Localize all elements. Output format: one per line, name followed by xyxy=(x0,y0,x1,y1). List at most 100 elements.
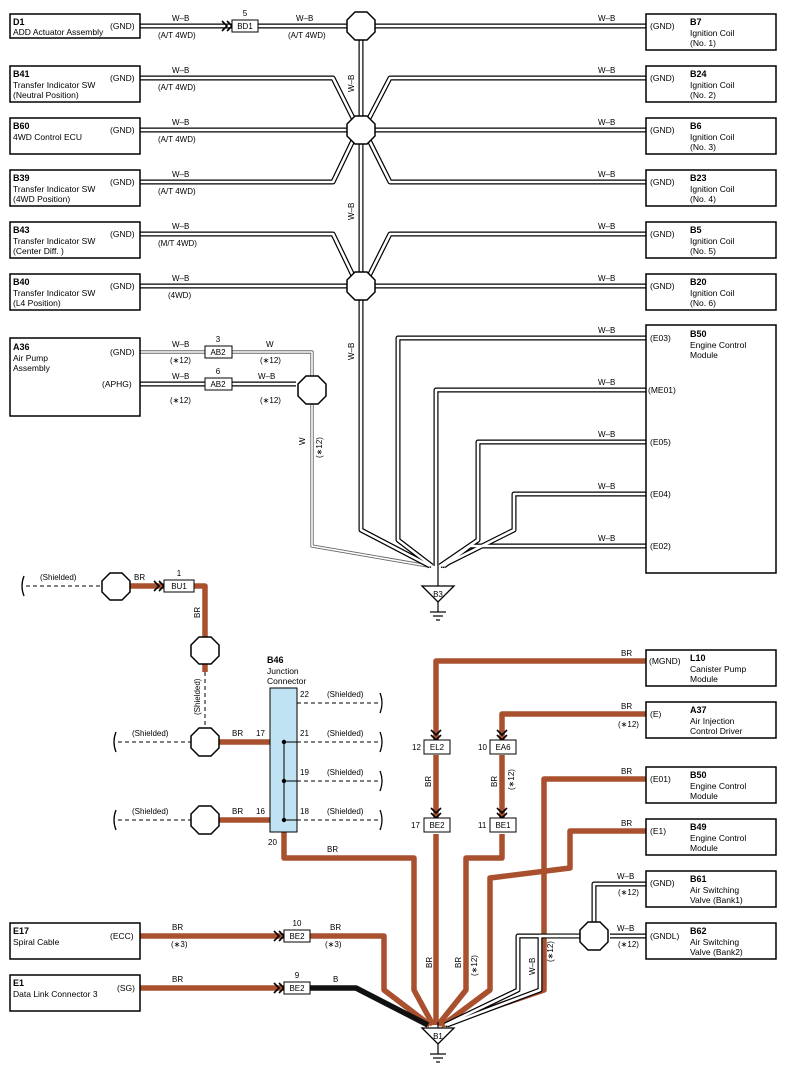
connector-pin: 3 xyxy=(216,335,221,344)
splice-7 xyxy=(190,727,220,757)
wire-condition-label: (∗12) xyxy=(260,356,281,365)
pin-number: 22 xyxy=(300,690,309,699)
component-name: Spiral Cable xyxy=(13,937,60,947)
component-name: (No. 3) xyxy=(690,142,716,152)
component-name: Transfer Indicator SW xyxy=(13,184,95,194)
component-id: B41 xyxy=(13,69,30,79)
wire-color-label: W–B xyxy=(172,14,189,23)
wire-color-label: BR xyxy=(621,649,632,658)
wire-condition-label: (M/T 4WD) xyxy=(158,239,197,248)
component-name: Ignition Coil xyxy=(690,236,735,246)
pin-label: (E04) xyxy=(650,489,671,499)
component-name: Transfer Indicator SW xyxy=(13,80,95,90)
splice-8 xyxy=(190,805,220,835)
component-id: B61 xyxy=(690,874,707,884)
component-name: Module xyxy=(690,350,718,360)
component-B5: B5 Ignition Coil (No. 5) (GND) xyxy=(645,221,777,259)
wire-condition-label: (∗12) xyxy=(170,356,191,365)
connector-code: AB2 xyxy=(210,380,226,389)
wire-color-label: W–B xyxy=(598,326,615,335)
splice-9 xyxy=(579,921,609,951)
wire-condition-label: (∗12) xyxy=(618,888,639,897)
pin-label: (GND) xyxy=(650,229,675,239)
inline-connector-BE1: BE1 11 xyxy=(478,807,517,833)
wire-color-label: W–B xyxy=(172,372,189,381)
connector-pin: 9 xyxy=(295,971,300,980)
pin-label: (SG) xyxy=(117,983,135,993)
pin-number: 16 xyxy=(256,807,265,816)
component-id: B50 xyxy=(690,329,707,339)
component-name: (No. 1) xyxy=(690,38,716,48)
wire-color-label: W–B xyxy=(172,340,189,349)
wire-color-label: BR xyxy=(330,923,341,932)
component-name: Ignition Coil xyxy=(690,80,735,90)
wire-color-label: BR xyxy=(425,957,434,968)
wire-condition-label: (∗3) xyxy=(171,940,188,949)
component-E17: E17 Spiral Cable (ECC) xyxy=(9,922,141,960)
wire-color-label: W–B xyxy=(172,170,189,179)
connector-pin: 5 xyxy=(243,9,248,18)
component-B39: B39 Transfer Indicator SW (4WD Position)… xyxy=(9,169,141,207)
connector-code: BE2 xyxy=(429,821,445,830)
wire-condition-label: (∗3) xyxy=(325,940,342,949)
wire-color-label: W xyxy=(298,437,307,445)
pin-label: (GND) xyxy=(110,347,135,357)
shielded-label: (Shielded) xyxy=(132,729,169,738)
wire-condition-label: (∗12) xyxy=(470,955,479,976)
component-name: Ignition Coil xyxy=(690,184,735,194)
wire-color-label: W–B xyxy=(598,14,615,23)
component-name: (No. 5) xyxy=(690,246,716,256)
connector-pin: 17 xyxy=(411,821,420,830)
pin-label: (GND) xyxy=(110,73,135,83)
pin-label: (GND) xyxy=(110,229,135,239)
component-name: Module xyxy=(690,843,718,853)
component-name: Module xyxy=(690,674,718,684)
component-name: Engine Control xyxy=(690,340,746,350)
component-name: Engine Control xyxy=(690,781,746,791)
component-name: Valve (Bank2) xyxy=(690,947,743,957)
component-name: Assembly xyxy=(13,363,51,373)
pin-label: (MGND) xyxy=(649,656,681,666)
component-B6: B6 Ignition Coil (No. 3) (GND) xyxy=(645,117,777,155)
wire-color-label: BR xyxy=(172,975,183,984)
wire-color-label: BR xyxy=(424,776,433,787)
wire-color-label: BR xyxy=(172,923,183,932)
component-name: Engine Control xyxy=(690,833,746,843)
component-name: Connector xyxy=(267,676,306,686)
component-L10: L10 Canister Pump Module (MGND) xyxy=(645,649,777,687)
pin-label: (GND) xyxy=(650,125,675,135)
wire-color-label: W–B xyxy=(258,372,275,381)
wire-condition-label: (∗12) xyxy=(170,396,191,405)
wire-color-label: W–B xyxy=(598,274,615,283)
wire-color-label: BR xyxy=(134,573,145,582)
component-id: B49 xyxy=(690,822,707,832)
wire-color-label: BR xyxy=(193,607,202,618)
connector-pin: 10 xyxy=(478,743,487,752)
component-B50-main: B50 Engine Control Module (E03) (ME01) (… xyxy=(645,324,777,574)
component-name: Air Switching xyxy=(690,937,739,947)
component-B61: B61 Air Switching Valve (Bank1) (GND) xyxy=(645,870,777,908)
pin-label: (GND) xyxy=(650,878,675,888)
ground-B1: B1 xyxy=(420,1022,456,1063)
connector-code: EA6 xyxy=(495,743,511,752)
br-wire-group xyxy=(128,583,646,1028)
connector-pin: 12 xyxy=(412,743,421,752)
component-id: B20 xyxy=(690,277,707,287)
wire-color-label: W–B xyxy=(172,222,189,231)
wire-color-label: W–B xyxy=(598,118,615,127)
inline-connector-EA6: EA6 10 xyxy=(478,729,517,755)
component-A36: A36 Air Pump Assembly (GND) (APHG) xyxy=(9,337,141,417)
connector-pin: 6 xyxy=(216,367,221,376)
wire-condition-label: (∗12) xyxy=(546,941,555,962)
pin-label: (GND) xyxy=(650,281,675,291)
component-name: Transfer Indicator SW xyxy=(13,236,95,246)
wire-color-label: W–B xyxy=(598,534,615,543)
wire-color-label: W–B xyxy=(598,378,615,387)
splice-1 xyxy=(346,11,376,41)
pin-label: (GNDL) xyxy=(650,931,679,941)
pin-label: (GND) xyxy=(110,21,135,31)
inline-connector-BD1: BD1 5 xyxy=(221,9,259,33)
component-id: A37 xyxy=(690,705,707,715)
component-B43: B43 Transfer Indicator SW (Center Diff. … xyxy=(9,221,141,259)
component-name: Valve (Bank1) xyxy=(690,895,743,905)
